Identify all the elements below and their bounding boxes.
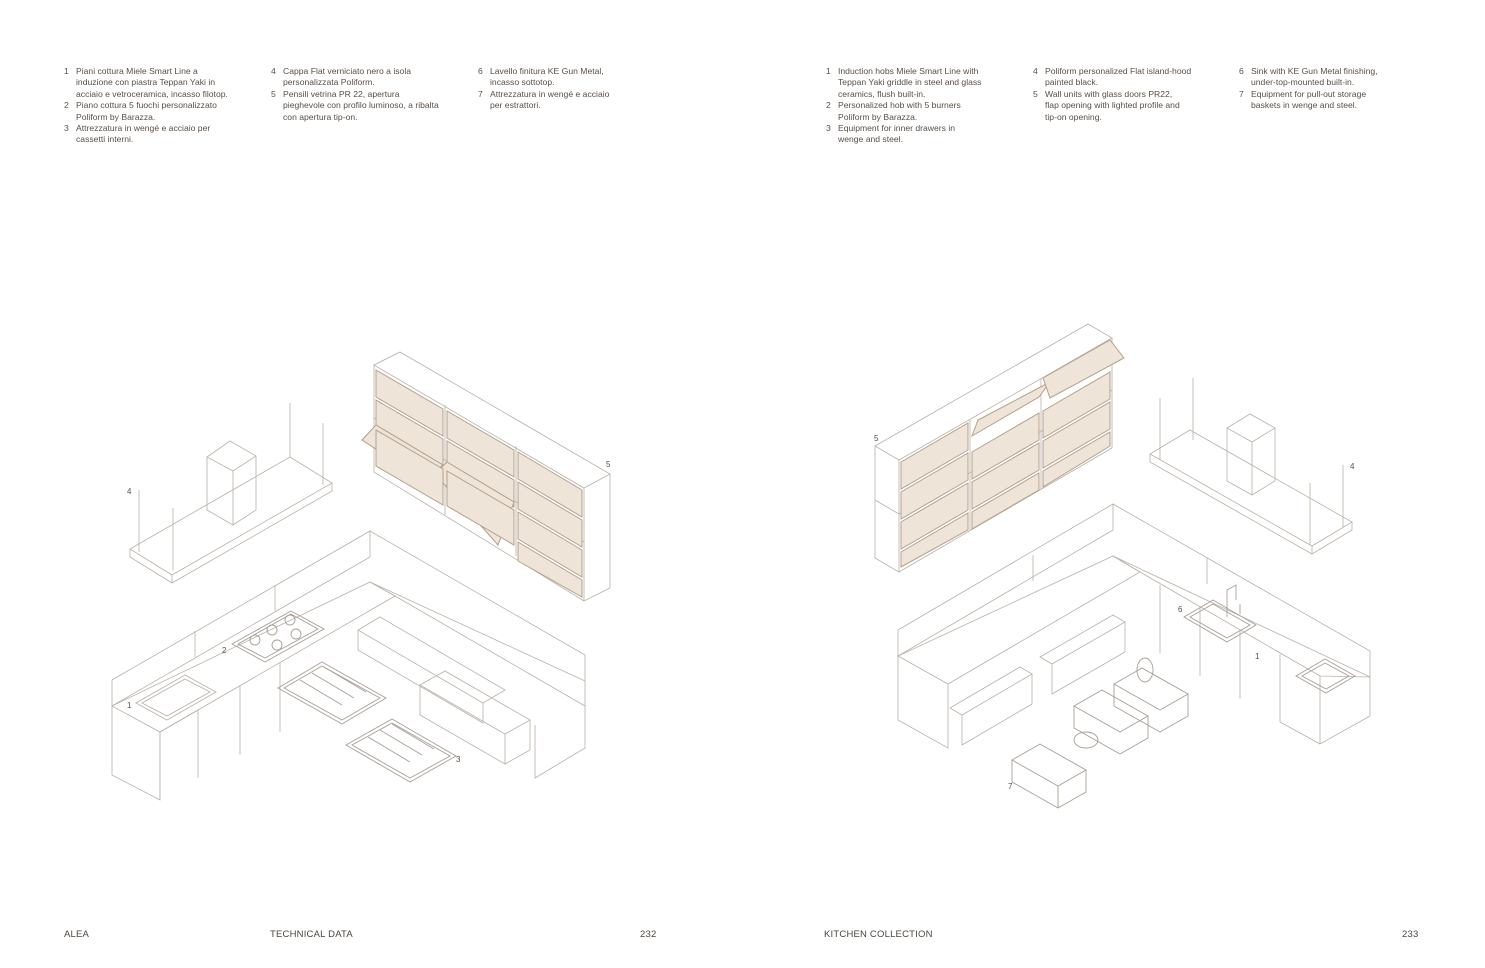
footer-brand: ALEA [64, 929, 90, 940]
callout-label: 4 [1350, 462, 1355, 471]
page-number-left: 232 [640, 929, 657, 940]
left-wall-units: 5 [361, 351, 611, 602]
callout-label: 1 [1255, 652, 1260, 661]
footer-section-left: TECHNICAL DATA [270, 929, 353, 940]
left-base-cabinets: 1 2 3 [111, 530, 586, 801]
callout-label: 4 [127, 487, 132, 496]
callout-label: 6 [1178, 605, 1183, 614]
callout-label: 3 [456, 755, 461, 764]
callout-label: 5 [606, 460, 611, 469]
callout-label: 1 [127, 701, 132, 710]
page-number-right: 233 [1402, 929, 1419, 940]
right-base-cabinets: 6 1 7 [897, 503, 1371, 809]
callout-label: 5 [874, 434, 879, 443]
right-wall-units: 5 [874, 323, 1125, 573]
left-island-hood: 4 [127, 403, 333, 584]
callout-label: 7 [1008, 782, 1013, 791]
right-island-hood: 4 [1149, 378, 1355, 555]
footer-section-right: KITCHEN COLLECTION [824, 929, 933, 940]
callout-label: 2 [222, 646, 227, 655]
